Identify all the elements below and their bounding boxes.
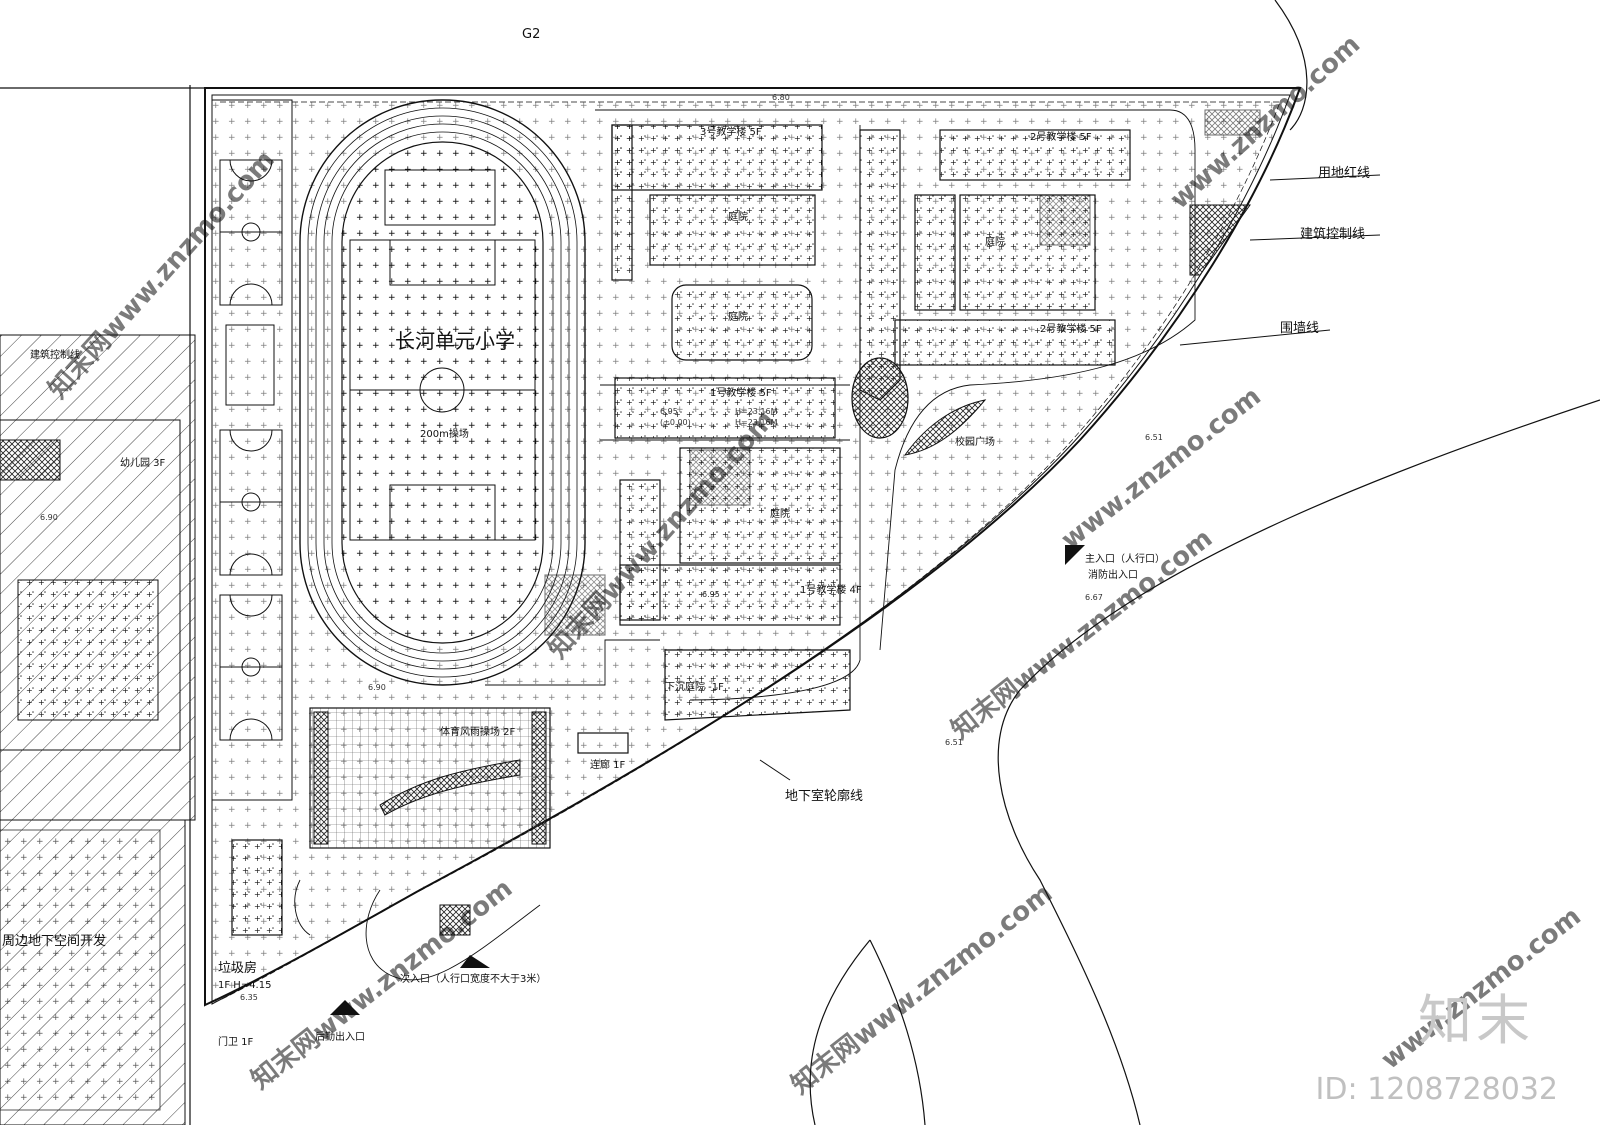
label-service-entrance: 后勤出入口	[315, 1030, 365, 1043]
label-secondary-entrance: 次入口（人行口宽度不大于3米）	[400, 972, 546, 985]
label-basement-outline: 地下室轮廓线	[785, 788, 863, 804]
label-corridor: 连廊 1F	[590, 758, 626, 771]
label-elevation-b: (±0.00)	[660, 418, 691, 427]
label-guard: 门卫 1F	[218, 1035, 254, 1048]
label-courtyard-d: 庭院	[728, 210, 748, 223]
label-height-b: H=23.16M	[735, 418, 778, 427]
label-garbage-room: 垃圾房	[218, 960, 257, 976]
gym-building	[309, 707, 551, 849]
adjacent-plots	[0, 334, 196, 1125]
plaza-feature	[851, 357, 987, 456]
label-teaching-1: 1号教学楼 5F	[710, 386, 772, 399]
spot-elevation: 6.51	[1145, 433, 1163, 442]
label-courtyard-a: 庭院	[728, 310, 748, 323]
callout-leaders	[759, 174, 1381, 781]
label-teaching-1b: 1号教学楼 4F	[800, 583, 862, 596]
school-name: 长河单元小学	[395, 329, 515, 353]
spot-elevation: 6.67	[1085, 593, 1103, 602]
label-garbage-room-height: 1F H=4.15	[218, 980, 271, 991]
spot-elevation: 6.90	[368, 683, 386, 692]
label-main-entrance: 主入口（人行口）	[1085, 552, 1165, 565]
parking	[439, 109, 1261, 936]
label-fire-entrance: 消防出入口	[1088, 568, 1138, 581]
label-building-control-line: 建筑控制线	[1300, 226, 1365, 242]
label-surrounding: 周边地下空间开发	[2, 933, 106, 949]
internal-roads	[294, 109, 1196, 981]
basketball-courts	[211, 99, 293, 801]
label-kindergarten: 幼儿园 3F	[120, 456, 166, 469]
spot-elevation: 6.51	[945, 738, 963, 747]
field-label: 200m操场	[420, 427, 469, 440]
label-land-red-line: 用地红线	[1318, 165, 1370, 181]
entrance-markers	[330, 545, 1085, 1015]
label-height-a: H=23.16M	[735, 407, 778, 416]
label-wall-line: 围墙线	[1280, 321, 1319, 336]
running-track	[299, 99, 586, 686]
watermark: 知末网www.znzmo.com	[946, 523, 1218, 745]
label-building-control-line-left: 建筑控制线	[30, 348, 80, 361]
image-id: ID: 1208728032	[1315, 1072, 1558, 1107]
spot-elevation: 6.80	[772, 93, 790, 102]
label-courtyard-b: 庭院	[770, 507, 790, 520]
brand-watermark: 知末	[1418, 989, 1534, 1052]
label-teaching-3: 3号教学楼 5F	[700, 125, 762, 138]
spot-elevation: 6.35	[240, 993, 258, 1002]
label-courtyard-c: 庭院	[985, 235, 1005, 248]
spot-elevation: 6.95	[702, 590, 720, 599]
label-school-gate: 校园广场	[955, 435, 995, 448]
label-elevation-a: 6.95	[660, 407, 678, 416]
teaching-buildings	[231, 124, 1131, 936]
watermark: 知末网www.znzmo.com	[786, 878, 1058, 1100]
label-teaching-2a: 2号教学楼 5F	[1030, 130, 1092, 143]
road-label: G2	[522, 27, 540, 42]
label-gym: 体育风雨操场 2F	[440, 725, 516, 738]
label-sunken-court: 下沉庭院 -1F	[665, 680, 724, 693]
spot-elevation: 6.90	[40, 513, 58, 522]
label-teaching-2b: 2号教学楼 5F	[1040, 322, 1102, 335]
